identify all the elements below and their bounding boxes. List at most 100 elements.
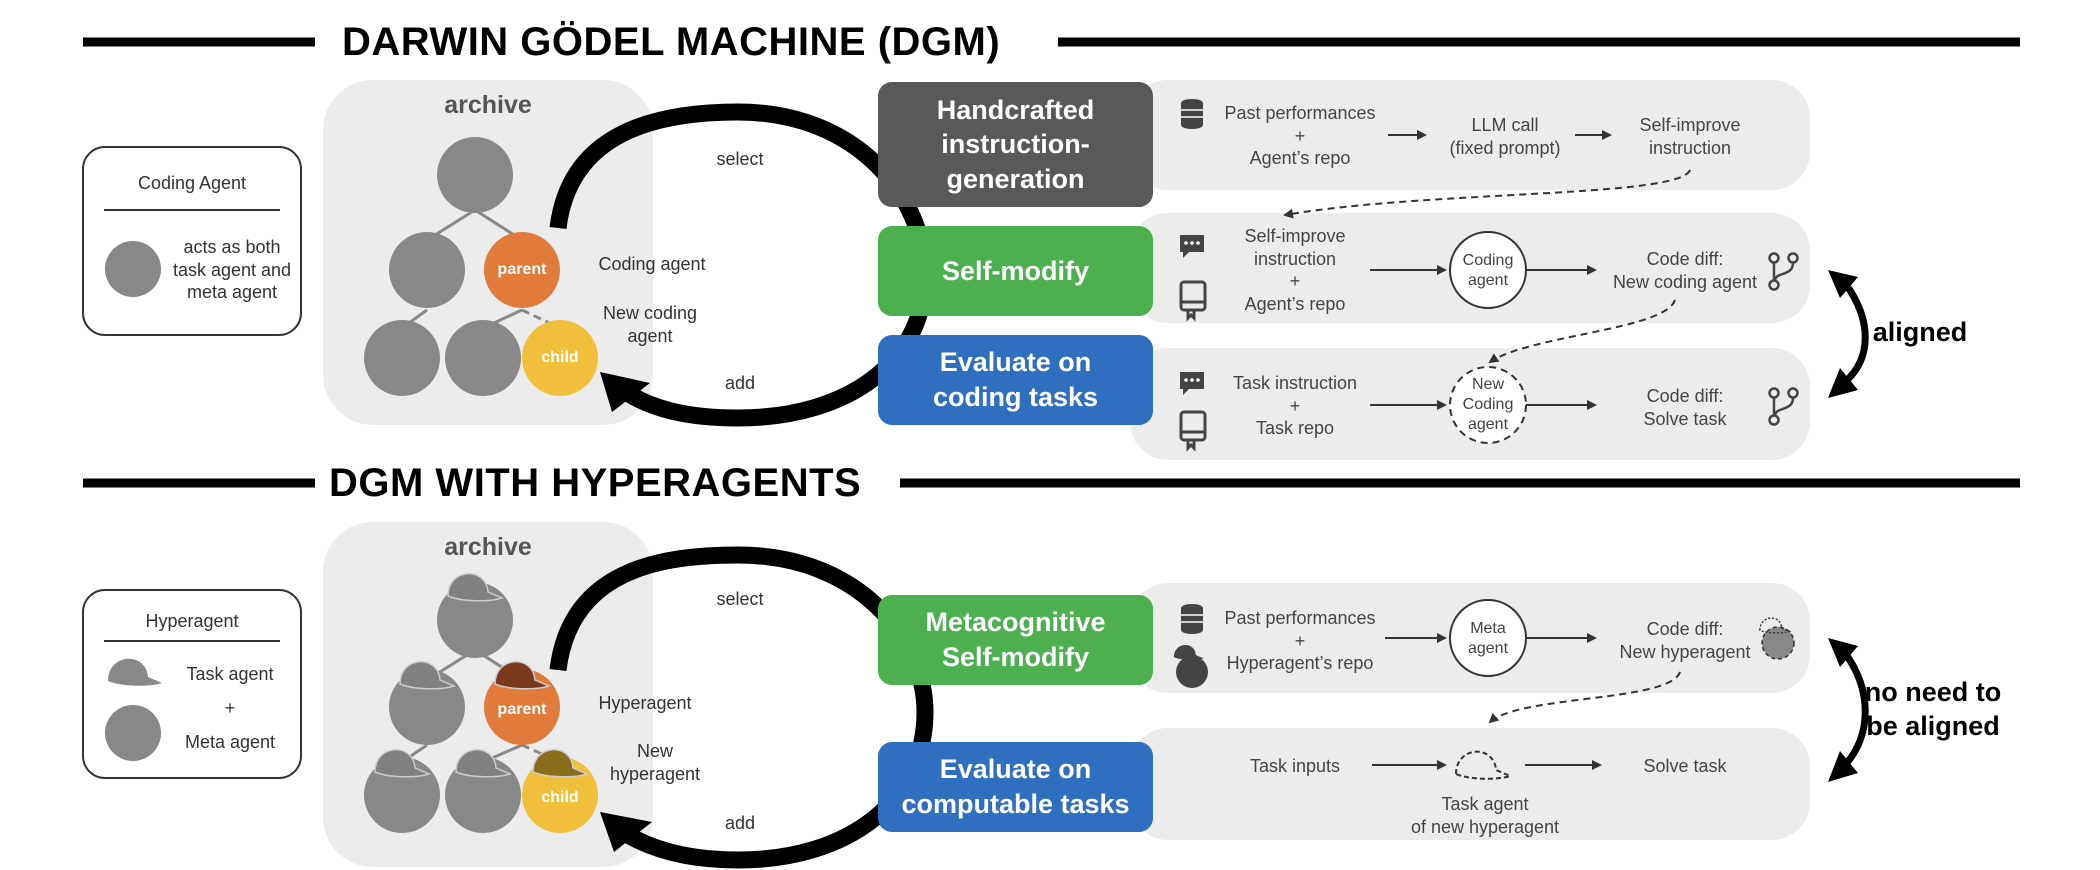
row3-output-line: Solve task: [1643, 408, 1727, 429]
evaluate-coding-box: Evaluate on coding tasks: [878, 335, 1153, 425]
row2-output-line: Code diff:: [1646, 249, 1724, 269]
self-improve-instruction-output: Self-improve instruction: [1615, 114, 1765, 159]
child-node: [522, 320, 598, 396]
coding-agent-circle-label: Coding agent: [1450, 251, 1526, 291]
new-coding-agent-circle-line: agent: [1467, 416, 1509, 433]
tree-root: [437, 582, 513, 658]
select-label-top: select: [716, 149, 764, 169]
child-label-bottom: child: [541, 789, 579, 806]
repo-icon: [1179, 410, 1207, 452]
row2-inputs: Self-improve instruction + Agent’s repo: [1220, 225, 1370, 315]
row1-input-line: Agent’s repo: [1249, 148, 1351, 168]
repo-icon: [1179, 280, 1207, 322]
bottom-row1-input-line: +: [1294, 630, 1306, 651]
row3-inputs: Task instruction + Task repo: [1210, 372, 1380, 440]
new-coding-agent-circle-line: Coding: [1462, 396, 1514, 413]
handcrafted-line: generation: [946, 163, 1085, 194]
code-diff-solve-task-top: Code diff: Solve task: [1610, 385, 1760, 430]
legend-desc-line: meta agent: [186, 282, 278, 302]
row2-input-line: Self-improve: [1244, 226, 1346, 246]
legend-desc-line: acts as both: [183, 237, 281, 257]
no-need-line: be aligned: [1866, 710, 2000, 741]
hyperagent-icon: [1759, 617, 1795, 660]
evaluate-coding-line: Evaluate on: [939, 347, 1092, 378]
meta-agent-circle-line: agent: [1467, 640, 1509, 657]
coding-agent-circle-line: agent: [1467, 272, 1509, 289]
handcrafted-instruction-box: Handcrafted instruction- generation: [878, 82, 1153, 207]
evaluate-coding-line: coding tasks: [932, 382, 1099, 412]
chat-icon: [1180, 372, 1204, 395]
add-arrowhead-bottom: [600, 812, 652, 852]
meta-agent-circle-label: Meta agent: [1450, 619, 1526, 659]
parent-node: [484, 232, 560, 308]
add-label-bottom: add: [724, 813, 756, 833]
solve-task-bottom: Solve task: [1643, 756, 1727, 776]
loop-arc-bottom: [549, 546, 934, 869]
parent-label-top: parent: [497, 261, 547, 278]
legend-title-hyperagent: Hyperagent: [145, 611, 239, 631]
coding-agent-circle-line: Coding: [1462, 252, 1514, 269]
task-agent-caption: Task agent of new hyperagent: [1395, 793, 1575, 838]
title-dgm: DARWIN GÖDEL MACHINE (DGM): [328, 17, 1015, 67]
task-agent-caption-line: of new hyperagent: [1410, 816, 1560, 837]
row1-output-line: Self-improve: [1639, 115, 1741, 135]
archive-label-top: archive: [444, 91, 532, 119]
new-hyperagent-label: New hyperagent: [595, 740, 715, 785]
legend-desc-line: task agent and: [172, 259, 292, 280]
new-hyperagent-line: New: [636, 741, 673, 761]
row1-input-line: Past performances: [1224, 103, 1376, 123]
bottom-row1-input-line: Hyperagent’s repo: [1226, 653, 1374, 673]
hyperagent-icon: [1173, 645, 1208, 688]
metacognitive-line: Metacognitive: [925, 607, 1106, 638]
row2-input-line: +: [1289, 271, 1301, 291]
handcrafted-line: Handcrafted: [936, 94, 1095, 125]
new-coding-agent-circle-label: New Coding agent: [1450, 375, 1526, 435]
legend-desc: acts as both task agent and meta agent: [172, 236, 292, 304]
child-label-top: child: [541, 349, 579, 366]
row1-output-line: instruction: [1648, 137, 1732, 158]
task-agent-caption-line: Task agent: [1441, 794, 1529, 814]
evaluate-computable-line: Evaluate on: [939, 754, 1092, 785]
new-coding-agent-circle: [1449, 366, 1527, 444]
add-label-top: add: [724, 373, 756, 393]
tree-leaf: [364, 320, 440, 396]
self-modify-box: Self-modify: [878, 226, 1153, 316]
select-label-bottom: select: [716, 589, 764, 609]
legend-meta-circle: [105, 705, 161, 761]
no-need-aligned-label: no need to be aligned: [1858, 676, 2008, 744]
chat-icon: [1180, 235, 1204, 258]
legend-title-coding-agent: Coding Agent: [137, 173, 247, 193]
row1-inputs: Past performances + Agent’s repo: [1215, 102, 1385, 170]
row2-output-line: New coding agent: [1612, 271, 1758, 292]
branch-icon: [1768, 252, 1799, 291]
bottom-row1-output-line: Code diff:: [1646, 619, 1724, 639]
metacognitive-self-modify-box: Metacognitive Self-modify: [878, 595, 1153, 685]
row2-input-line: instruction: [1253, 248, 1337, 269]
llm-call-line: (fixed prompt): [1449, 137, 1561, 158]
evaluate-computable-line: computable tasks: [901, 789, 1130, 819]
title-dgm-hyperagents: DGM WITH HYPERAGENTS: [315, 458, 876, 508]
new-coding-agent-line: New coding: [602, 303, 698, 323]
evaluate-computable-box: Evaluate on computable tasks: [878, 742, 1153, 832]
row3-input-line: +: [1289, 395, 1301, 416]
new-coding-agent-circle-line: New: [1471, 376, 1504, 393]
parent-label-bottom: parent: [497, 701, 547, 718]
aligned-arrow: [1842, 280, 1869, 385]
code-diff-new-hyperagent: Code diff: New hyperagent: [1600, 618, 1770, 663]
llm-call: LLM call (fixed prompt): [1430, 114, 1580, 159]
meta-agent-circle-line: Meta: [1470, 620, 1506, 637]
tree-node: [389, 232, 465, 308]
bottom-row1-output-line: New hyperagent: [1619, 641, 1751, 662]
row3-output-line: Code diff:: [1646, 386, 1724, 406]
row3-input-line: Task instruction: [1232, 373, 1358, 393]
handcrafted-line: instruction-: [941, 129, 1090, 160]
legend-agent-circle: [105, 241, 161, 297]
row1-input-line: +: [1294, 125, 1306, 146]
tree-root: [437, 137, 513, 213]
row3-input-line: Task repo: [1255, 418, 1335, 438]
hyperagent-label: Hyperagent: [598, 693, 692, 713]
new-hyperagent-line: hyperagent: [609, 763, 701, 784]
tree-leaf: [445, 320, 521, 396]
coding-agent-label: Coding agent: [598, 254, 706, 274]
